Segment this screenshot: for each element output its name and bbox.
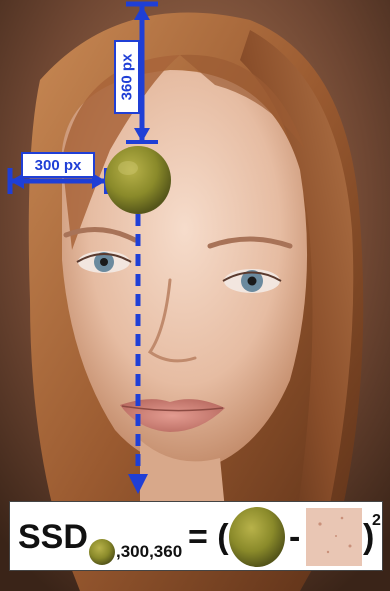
horizontal-distance-label: 300 px: [21, 152, 95, 178]
formula-minus: -: [289, 518, 300, 557]
formula-ssd-text: SSD: [18, 518, 88, 557]
ssd-formula: SSD ,300,360 = ( -: [9, 501, 383, 571]
formula-exponent: 2: [372, 512, 381, 530]
slide-arrow-head: [128, 474, 148, 494]
vertical-arrow-head-top: [134, 6, 150, 20]
formula-lime-large-icon: [228, 506, 286, 568]
horizontal-distance-text: 300 px: [35, 158, 82, 173]
formula-equals-paren: = (: [188, 518, 229, 557]
vertical-distance-label: 360 px: [114, 40, 140, 114]
formula-subscript: ,300,360: [116, 542, 182, 562]
vertical-arrow-head-bottom: [134, 128, 150, 142]
formula-lime-small-icon: [88, 538, 116, 566]
template-patch-lime: [105, 146, 171, 214]
vertical-distance-text: 360 px: [120, 54, 135, 101]
formula-skin-patch: [306, 508, 362, 566]
